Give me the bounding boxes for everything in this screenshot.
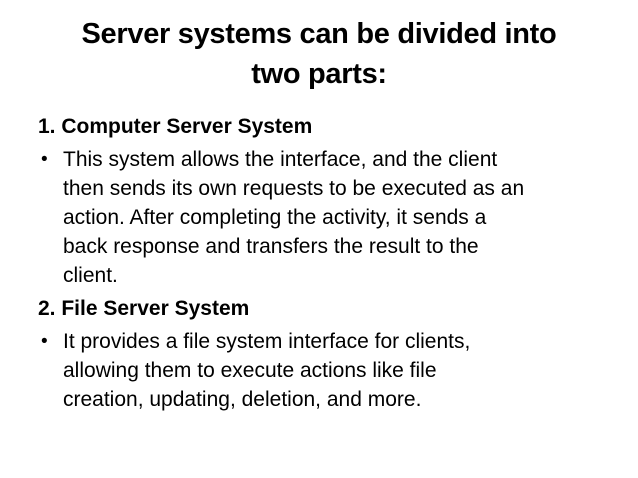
bullet-text-line: allowing them to execute actions like fi… — [63, 359, 437, 382]
section-heading-file-server-system: 2. File Server System — [38, 297, 250, 320]
bullet-paragraph-file-server: • It provides a file system interface fo… — [38, 327, 620, 414]
slide-title: Server systems can be divided into two p… — [10, 14, 628, 94]
bullet-text-line: This system allows the interface, and th… — [63, 148, 498, 171]
bullet-text-line: It provides a file system interface for … — [63, 330, 471, 353]
slide-title-line-2: two parts: — [251, 58, 387, 90]
bullet-icon: • — [41, 331, 48, 352]
bullet-text-line: then sends its own requests to be execut… — [63, 177, 525, 200]
bullet-text-line: client. — [63, 264, 118, 287]
section-heading-computer-server-system: 1. Computer Server System — [38, 115, 313, 138]
bullet-text-line: action. After completing the activity, i… — [63, 206, 487, 229]
bullet-icon: • — [41, 149, 48, 170]
bullet-paragraph-computer-server: • This system allows the interface, and … — [38, 145, 620, 290]
slide-body: 1. Computer Server System • This system … — [38, 112, 620, 414]
bullet-text-line: creation, updating, deletion, and more. — [63, 388, 422, 411]
bullet-text-line: back response and transfers the result t… — [63, 235, 479, 258]
slide-title-line-1: Server systems can be divided into — [81, 18, 557, 50]
